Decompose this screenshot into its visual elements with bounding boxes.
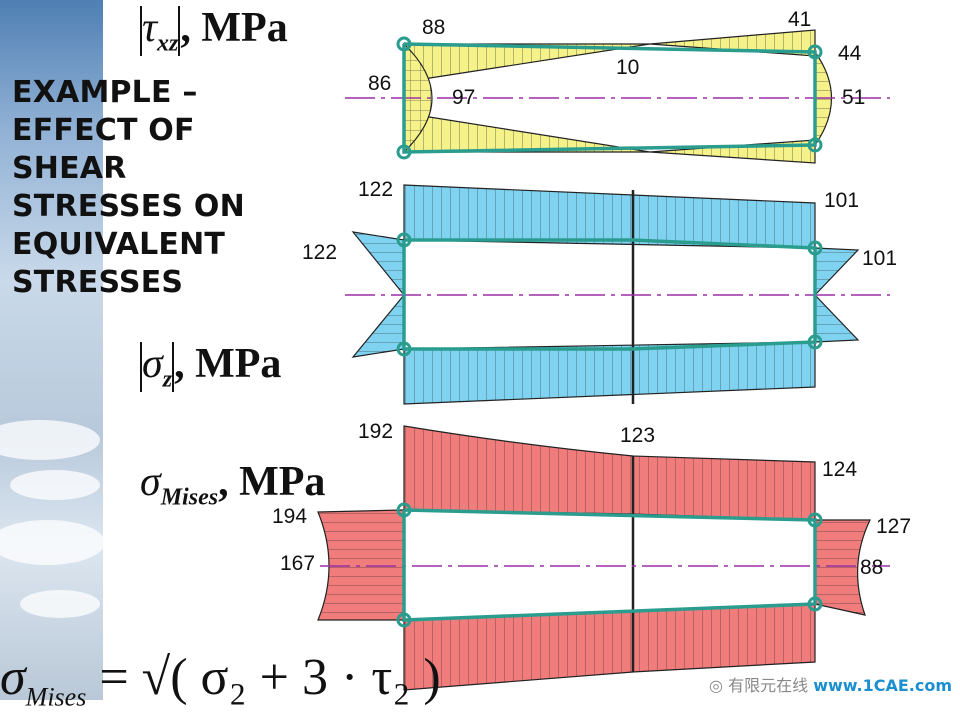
tau-subscript: xz	[157, 30, 179, 57]
sigma-z-value-left: 122	[302, 241, 337, 264]
mises-value-top-right: 124	[822, 458, 857, 481]
tau-value-top-right: 41	[788, 8, 811, 31]
tau-node	[396, 36, 412, 52]
sigma-z-panel: 122 122 101 101	[302, 178, 897, 405]
tau-label: τxz, MPa	[140, 4, 288, 57]
slide-heading: EXAMPLE – EFFECT OF SHEAR STRESSES ON EQ…	[12, 75, 245, 300]
sigma-z-bottom-band-hatch	[404, 342, 815, 404]
mises-panel: 192 123 124 194 167 127 88	[272, 420, 911, 691]
tau-value-mid: 10	[616, 56, 639, 79]
mises-label: σMises, MPa	[140, 458, 325, 511]
tau-symbol: τ	[142, 5, 158, 51]
mises-value-left-top: 194	[272, 505, 307, 528]
cloud-shape	[0, 420, 100, 460]
tau-frame	[402, 42, 817, 154]
mises-node	[396, 612, 412, 628]
tau-bottom-right-hatch	[650, 140, 815, 163]
mises-left-section-hatch	[318, 510, 404, 620]
tau-node	[396, 144, 412, 160]
tau-value-right-upper: 44	[838, 42, 862, 65]
sigma-z-node	[807, 240, 823, 256]
mises-value-mid: 123	[620, 424, 655, 447]
sigma-z-node	[396, 341, 412, 357]
tau-node	[807, 44, 823, 60]
tau-top-left-hatch	[404, 44, 650, 82]
cloud-shape	[10, 470, 100, 500]
tau-panel: 88 86 97 10 41 44 51	[345, 8, 890, 164]
formula-lhs-subscript: Mises	[25, 682, 87, 712]
mises-value-right-top: 127	[876, 515, 911, 538]
watermark-text: 有限元在线	[728, 676, 809, 695]
mises-subscript: Mises	[160, 484, 219, 511]
sigma-z-label: σz, MPa	[140, 340, 281, 393]
sigma-z-value-top-left: 122	[358, 178, 393, 201]
formula-lhs: σ	[0, 649, 26, 706]
mises-right-section-hatch	[815, 520, 870, 615]
sigma-z-subscript: z	[162, 366, 173, 393]
mises-frame	[402, 508, 817, 622]
formula-rhs: = √( σ₂ + 3 · τ₂ )	[99, 649, 441, 706]
cloud-shape	[0, 520, 105, 565]
mises-node	[396, 502, 412, 518]
mises-top-band-hatch	[404, 426, 815, 520]
mises-unit: , MPa	[218, 459, 326, 505]
mises-value-top-left: 192	[358, 420, 393, 443]
sigma-z-node	[807, 334, 823, 350]
tau-unit: , MPa	[180, 5, 288, 51]
tau-bottom-left-hatch	[404, 113, 650, 152]
mises-value-left-mid: 167	[280, 552, 315, 575]
tau-value-left: 86	[368, 72, 391, 95]
watermark: ◎ 有限元在线 www.1CAE.com	[709, 672, 952, 696]
sky-background	[0, 0, 105, 700]
tau-value-top-left: 88	[422, 16, 445, 39]
tau-value-left-peak: 97	[452, 86, 475, 109]
mises-node	[807, 512, 823, 528]
wechat-icon: ◎	[709, 676, 723, 695]
sigma-z-symbol: σ	[142, 341, 163, 387]
mises-symbol: σ	[140, 459, 161, 505]
sigma-z-unit: , MPa	[174, 341, 282, 387]
sigma-z-node	[396, 232, 412, 248]
mises-bottom-band-hatch	[404, 604, 815, 690]
sigma-z-value-right: 101	[862, 247, 897, 270]
sigma-z-frame	[402, 238, 817, 351]
mises-formula: σMises = √( σ₂ + 3 · τ₂ )	[0, 648, 441, 712]
tau-value-right-peak: 51	[842, 86, 865, 109]
sigma-z-value-top-right: 101	[824, 189, 859, 212]
mises-value-right-mid: 88	[860, 556, 883, 579]
watermark-site: www.1CAE.com	[813, 676, 952, 695]
sigma-z-left-butterfly-hatch	[353, 232, 404, 357]
sigma-z-right-butterfly-hatch	[815, 248, 858, 342]
tau-node	[807, 137, 823, 153]
cloud-shape	[20, 590, 100, 618]
mises-node	[807, 596, 823, 612]
sigma-z-top-band-hatch	[404, 185, 815, 248]
